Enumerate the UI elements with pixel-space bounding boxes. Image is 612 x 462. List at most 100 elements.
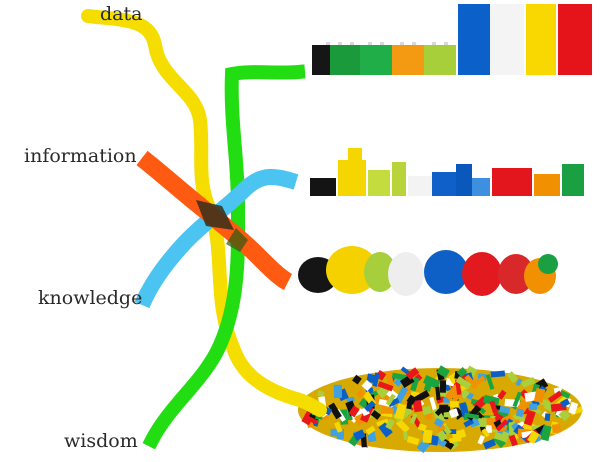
brick [436,430,448,442]
brick [406,435,420,446]
brick [456,367,468,378]
brick [455,376,472,390]
brick [364,400,376,412]
brick [508,434,518,447]
knowledge-bricks-row [298,246,558,296]
brick [515,378,523,387]
brick [440,406,451,413]
brick [528,403,538,410]
brick [551,423,562,434]
brick [361,379,373,392]
brick [558,409,571,422]
brick [352,374,362,385]
brick [434,407,444,417]
brick [421,405,432,416]
brick [524,391,538,402]
brick [378,422,393,438]
brick [464,374,478,390]
brick [499,411,512,423]
brick [334,421,343,433]
brick [395,418,410,433]
brick [448,408,459,419]
wisdom-connector-ribbon [142,64,306,450]
brick [560,398,571,408]
brick [493,431,502,441]
brick [370,409,382,420]
brick [423,383,432,392]
brick [381,408,394,414]
brick [512,391,522,408]
brick [395,386,409,404]
brick [464,412,480,420]
brick [499,431,510,443]
brick [328,402,342,420]
brick [483,394,500,406]
brick [515,408,524,418]
brick [352,429,366,441]
ribbon-overlap-shadow [226,228,248,252]
brick [547,390,563,403]
brick [449,401,459,408]
brick [506,371,519,384]
wisdom-label: wisdom [64,430,138,452]
brick [376,418,389,427]
brick [433,417,444,428]
brick [443,397,450,403]
knowledge-label: knowledge [38,287,143,309]
brick [412,399,423,413]
brick [365,425,376,435]
information-label: information [24,145,137,167]
brick [406,394,417,405]
brick [410,377,420,392]
brick [512,410,527,425]
brick [489,400,498,414]
brick [403,431,408,441]
brick [568,401,579,415]
brick [448,436,462,444]
brick [376,385,389,399]
information-bricks-row [310,148,584,196]
brick [391,372,408,381]
brick [471,417,480,427]
brick [348,405,360,418]
brick [477,434,485,445]
brick [333,384,343,398]
brick [377,381,394,392]
brick [356,388,366,399]
brick [439,380,447,393]
data-bricks-row [312,4,592,75]
brick [540,424,552,442]
brick [493,413,504,423]
brick [559,390,571,399]
brick [385,393,396,406]
wisdom-bricks-pile [298,365,584,454]
brick [497,389,507,400]
brick [385,371,395,388]
brick [387,397,400,408]
brick [422,429,433,444]
brick [316,389,325,398]
brick [481,428,490,438]
brick [429,396,438,413]
brick [459,388,470,400]
brick [483,438,497,450]
brick [413,389,430,403]
brick [422,375,441,390]
ribbon-overlap-shadow [196,200,234,230]
brick [495,419,509,432]
brick [527,430,540,444]
brick [405,367,420,380]
brick [435,386,441,401]
data-label: data [100,3,143,25]
brick [436,365,450,378]
brick [463,418,475,428]
brick [499,405,511,414]
brick [436,395,448,404]
brick [490,370,506,378]
brick [485,374,495,390]
brick [385,418,396,430]
brick [533,387,546,403]
brick [523,409,536,426]
